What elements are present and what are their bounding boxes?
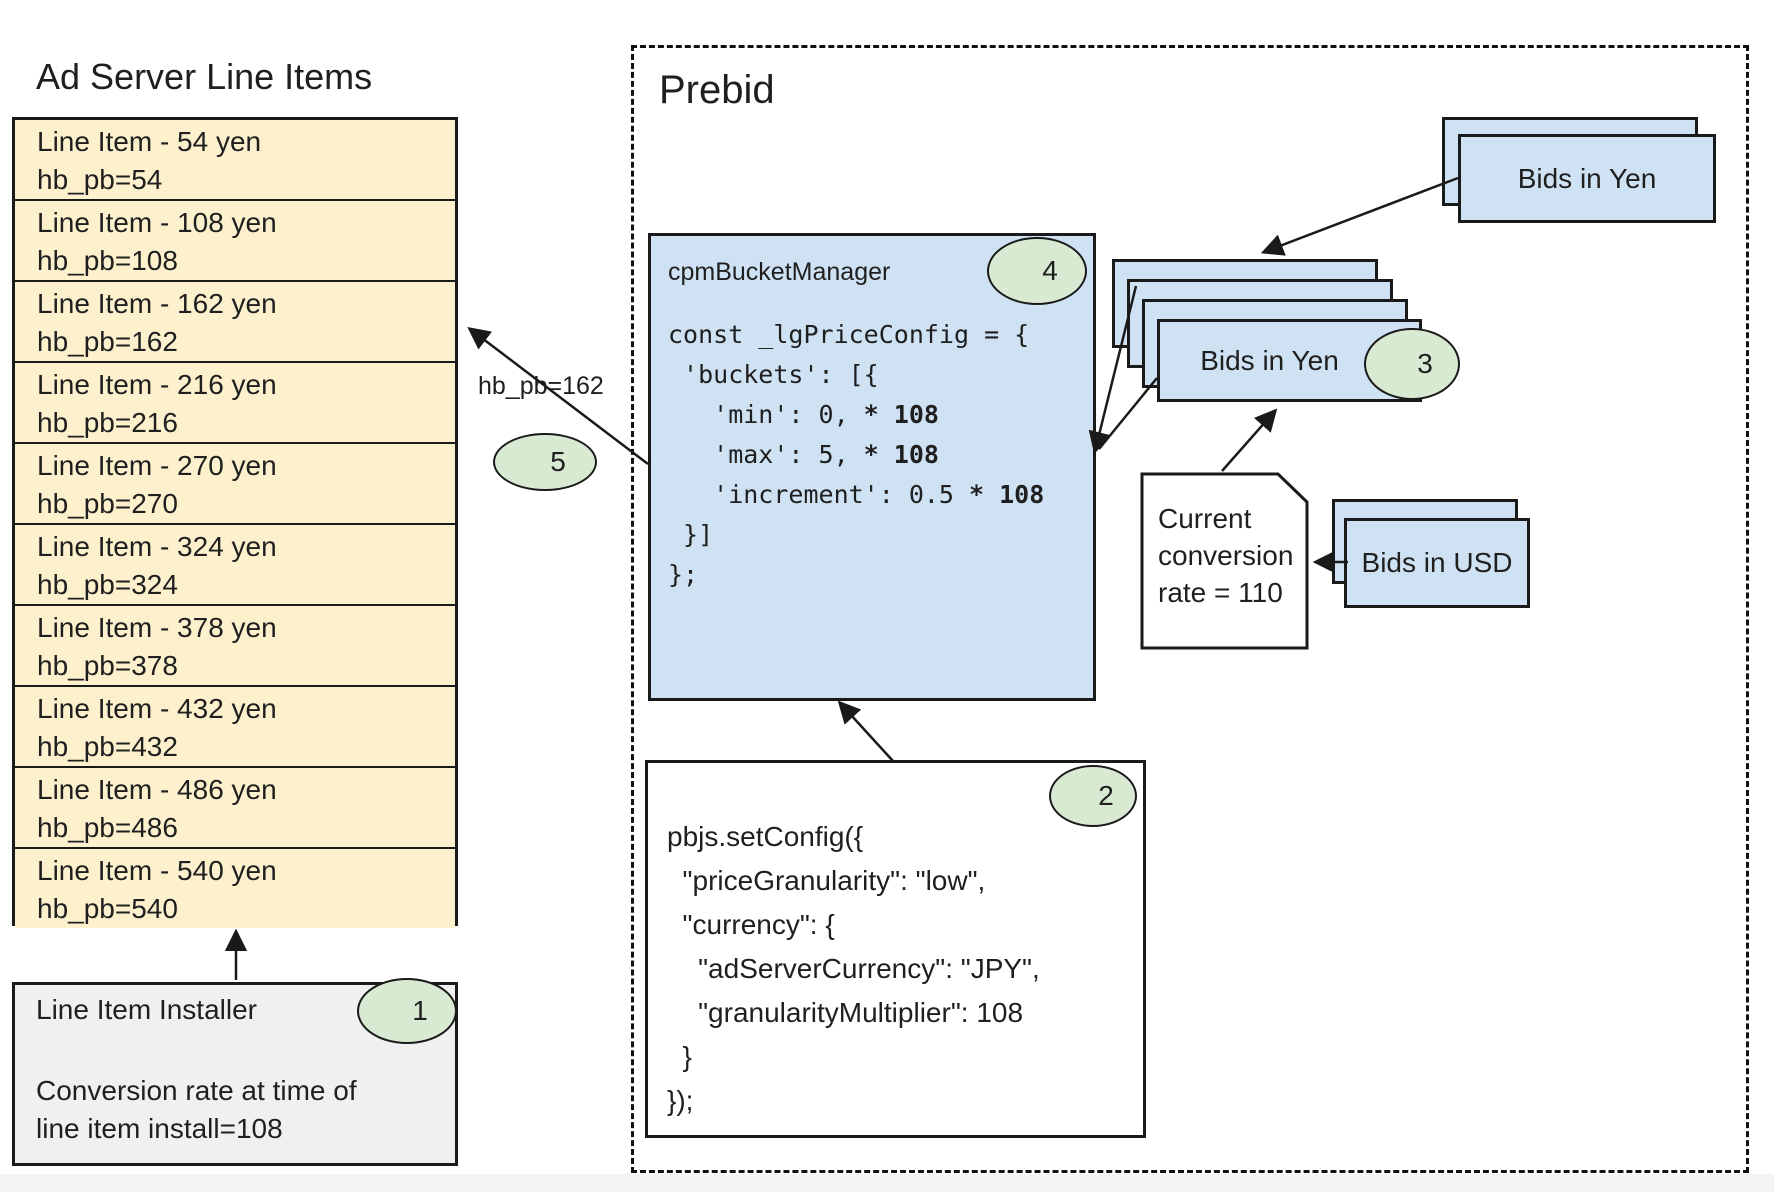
- line-item-row: Line Item - 162 yen hb_pb=162: [15, 280, 455, 361]
- line-item-kv: hb_pb=162: [37, 326, 178, 357]
- line-item-installer-body: Conversion rate at time of line item ins…: [36, 1072, 357, 1148]
- installer-body-line: line item install=108: [36, 1113, 283, 1144]
- set-config-code: pbjs.setConfig({ "priceGranularity": "lo…: [667, 815, 1040, 1123]
- cpm-bucket-manager-label: cpmBucketManager: [668, 258, 891, 286]
- set-config-box: [645, 760, 1146, 1138]
- prebid-title: Prebid: [659, 68, 775, 112]
- line-item-label: Line Item - 108 yen: [37, 207, 277, 238]
- bids-in-usd-card-front: Bids in USD: [1344, 518, 1530, 608]
- step-badge-5: 5: [493, 433, 597, 491]
- code-line: };: [668, 560, 699, 589]
- code-line: 'min': 0, * 108: [668, 400, 939, 429]
- hb-pb-label: hb_pb=162: [478, 372, 604, 400]
- note-line: Current: [1158, 503, 1252, 534]
- line-item-kv: hb_pb=270: [37, 488, 178, 519]
- line-item-table: Line Item - 54 yen hb_pb=54 Line Item - …: [12, 117, 458, 928]
- conversion-note-text: Current conversion rate = 110: [1158, 500, 1293, 611]
- line-item-label: Line Item - 270 yen: [37, 450, 277, 481]
- line-item-kv: hb_pb=108: [37, 245, 178, 276]
- line-item-kv: hb_pb=54: [37, 164, 163, 195]
- code-line: "priceGranularity": "low",: [667, 865, 986, 896]
- line-item-installer-title: Line Item Installer: [36, 994, 257, 1025]
- line-item-row: Line Item - 54 yen hb_pb=54: [15, 120, 455, 199]
- bids-in-yen-label: Bids in Yen: [1200, 344, 1339, 376]
- code-line: }]: [668, 520, 714, 549]
- line-item-row: Line Item - 432 yen hb_pb=432: [15, 685, 455, 766]
- code-line: });: [667, 1085, 694, 1116]
- code-line: 'increment': 0.5 * 108: [668, 480, 1045, 509]
- code-line: "currency": {: [667, 909, 835, 940]
- line-item-label: Line Item - 54 yen: [37, 126, 262, 157]
- bottom-strip: [0, 1174, 1774, 1192]
- step-badge-2: 2: [1049, 765, 1137, 827]
- bids-in-yen-label: Bids in Yen: [1517, 162, 1657, 194]
- line-item-kv: hb_pb=486: [37, 812, 178, 843]
- line-item-kv: hb_pb=378: [37, 650, 178, 681]
- step-badge-3: 3: [1364, 328, 1460, 400]
- note-line: rate = 110: [1158, 577, 1283, 608]
- line-item-label: Line Item - 216 yen: [37, 369, 277, 400]
- step-badge-1: 1: [357, 978, 457, 1044]
- line-item-label: Line Item - 486 yen: [37, 774, 277, 805]
- line-item-label: Line Item - 162 yen: [37, 288, 277, 319]
- line-item-kv: hb_pb=540: [37, 893, 178, 924]
- ad-server-title: Ad Server Line Items: [36, 56, 373, 97]
- line-item-row: Line Item - 540 yen hb_pb=540: [15, 847, 455, 928]
- line-item-kv: hb_pb=216: [37, 407, 178, 438]
- line-item-row: Line Item - 378 yen hb_pb=378: [15, 604, 455, 685]
- bids-in-usd-label: Bids in USD: [1361, 547, 1513, 578]
- line-item-label: Line Item - 432 yen: [37, 693, 277, 724]
- line-item-kv: hb_pb=324: [37, 569, 178, 600]
- step-badge-4: 4: [987, 237, 1087, 305]
- line-item-row: Line Item - 486 yen hb_pb=486: [15, 766, 455, 847]
- code-line: }: [667, 1041, 692, 1072]
- code-line: 'max': 5, * 108: [668, 440, 939, 469]
- code-line: const _lgPriceConfig = {: [668, 320, 1030, 349]
- conversion-note-shape: [1140, 472, 1309, 650]
- line-item-label: Line Item - 378 yen: [37, 612, 277, 643]
- line-item-row: Line Item - 270 yen hb_pb=270: [15, 442, 455, 523]
- line-item-kv: hb_pb=432: [37, 731, 178, 762]
- code-line: "adServerCurrency": "JPY",: [667, 953, 1040, 984]
- line-item-label: Line Item - 540 yen: [37, 855, 277, 886]
- line-item-row: Line Item - 108 yen hb_pb=108: [15, 199, 455, 280]
- line-item-row: Line Item - 216 yen hb_pb=216: [15, 361, 455, 442]
- prebid-container: [631, 45, 1749, 1173]
- code-line: pbjs.setConfig({: [667, 821, 864, 852]
- cpm-bucket-manager-box: [648, 233, 1096, 701]
- line-item-row: Line Item - 324 yen hb_pb=324: [15, 523, 455, 604]
- note-line: conversion: [1158, 540, 1294, 571]
- bids-in-yen-card-front: Bids in Yen: [1458, 134, 1716, 223]
- code-line: "granularityMultiplier": 108: [667, 997, 1024, 1028]
- installer-body-line: Conversion rate at time of: [36, 1075, 357, 1106]
- cpm-bucket-manager-code: const _lgPriceConfig = { 'buckets': [{ '…: [668, 315, 1044, 595]
- line-item-label: Line Item - 324 yen: [37, 531, 277, 562]
- code-line: 'buckets': [{: [668, 360, 879, 389]
